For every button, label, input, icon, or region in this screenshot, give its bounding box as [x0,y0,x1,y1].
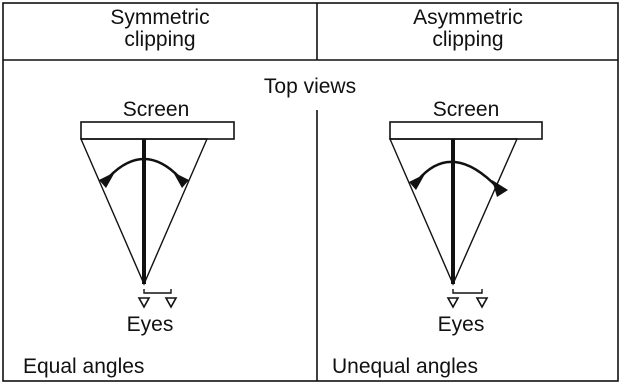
right-caption: Unequal angles [332,355,478,378]
left-caption: Equal angles [23,355,145,378]
right-panel-graphic [388,121,543,309]
left-eye-1 [137,297,151,309]
right-arrowhead-left [409,174,425,190]
right-eye-1 [446,297,460,309]
header-symmetric-clipping: Symmetric clipping [110,6,210,51]
subtitle-top-views: Top views [263,75,357,98]
right-screen-label: Screen [432,98,500,121]
left-arrowhead-left [99,172,115,188]
left-arrowhead-right [173,172,189,188]
left-eye-bracket [143,289,172,294]
left-screen [80,121,235,140]
right-arrowhead-right [492,180,508,197]
left-angle-arc [107,157,181,179]
right-angle-arc [417,160,499,189]
header-asymmetric-clipping: Asymmetric clipping [413,6,523,51]
left-screen-label: Screen [122,98,190,121]
left-panel-graphic [79,121,235,309]
right-eye-2 [475,297,489,309]
left-eyes-label: Eyes [126,313,174,336]
right-eye-bracket [452,289,483,294]
left-eye-2 [164,297,178,309]
right-screen [389,121,543,140]
right-eyes-label: Eyes [437,313,485,336]
